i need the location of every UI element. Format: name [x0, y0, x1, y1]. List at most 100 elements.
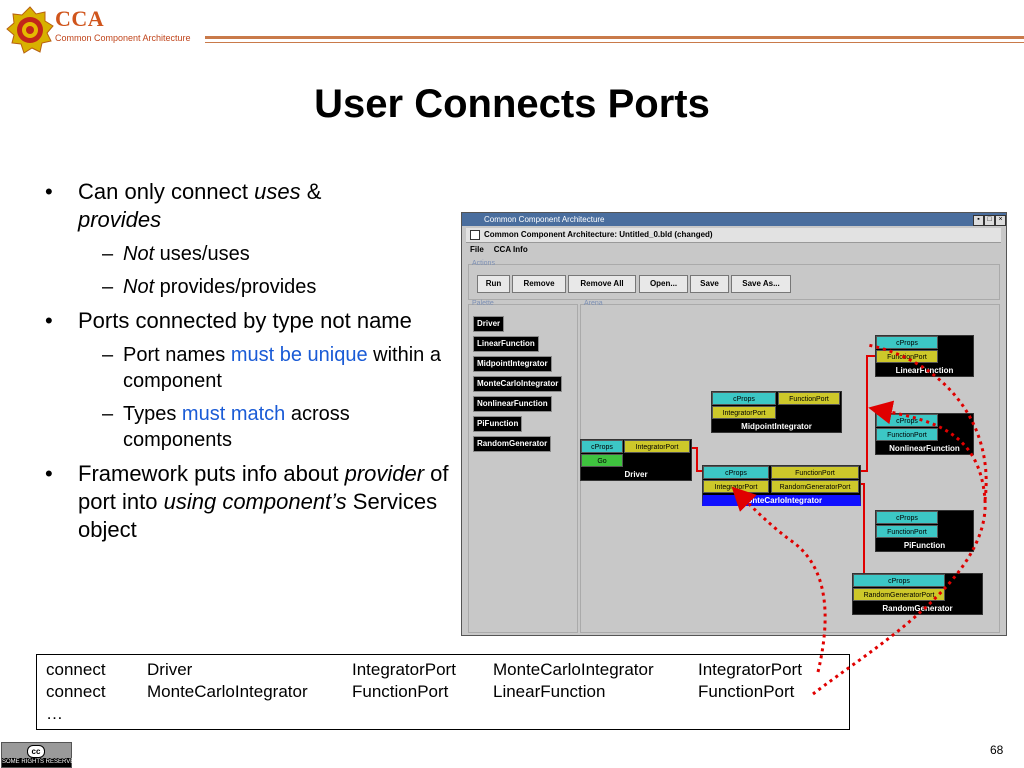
logo-title: CCA	[55, 6, 105, 31]
go-port[interactable]: Go	[581, 454, 623, 467]
palette-item-linearfunction[interactable]: LinearFunction	[473, 336, 539, 352]
window-titlebar[interactable]: Common Component Architecture ▪ □ ×	[462, 213, 1006, 226]
port-cprops[interactable]: cProps	[853, 574, 945, 587]
code-cell: connect	[46, 660, 106, 679]
component-label: NonlinearFunction	[889, 444, 960, 453]
bullet-emph: provides	[78, 207, 162, 232]
creative-commons-badge: cc SOME RIGHTS RESERVED	[1, 742, 79, 768]
cc-icon: cc	[27, 745, 45, 758]
component-label: LinearFunction	[895, 366, 954, 375]
bullet-text: Framework puts info about	[78, 461, 345, 486]
port-randomgeneratorport-uses[interactable]: RandomGeneratorPort	[771, 480, 859, 493]
port-cprops[interactable]: cProps	[703, 466, 769, 479]
palette-item-pifunction[interactable]: PiFunction	[473, 416, 523, 432]
component-montecarlointegrator[interactable]: cProps FunctionPort IntegratorPort Rando…	[702, 465, 861, 506]
palette-label: Palette	[472, 300, 494, 307]
cc-label: SOME RIGHTS RESERVED	[2, 758, 79, 767]
bullet-text: of port into	[78, 461, 449, 514]
run-button[interactable]: Run	[477, 275, 510, 293]
component-nonlinearfunction[interactable]: cProps FunctionPort NonlinearFunction	[875, 413, 974, 455]
bullet-emph: Not	[123, 243, 155, 265]
bullet-item: • Framework puts info about provider of …	[45, 460, 455, 544]
port-functionport-uses[interactable]: FunctionPort	[771, 466, 859, 479]
bullet-highlight: must match	[181, 403, 286, 425]
port-cprops[interactable]: cProps	[581, 440, 623, 453]
cca-builder-window: Common Component Architecture ▪ □ × Comm…	[461, 212, 1007, 636]
component-label: PiFunction	[903, 541, 946, 550]
menu-bar: File CCA Info	[470, 245, 538, 254]
port-functionport-provides[interactable]: FunctionPort	[876, 428, 938, 441]
component-label: MidpointIntegrator	[741, 422, 812, 431]
port-integratorport-provides[interactable]: IntegratorPort	[712, 406, 776, 419]
dash-icon: –	[102, 276, 114, 298]
code-cell: Driver	[147, 660, 193, 679]
remove-button[interactable]: Remove	[512, 275, 566, 293]
sub-bullet-item: – Types must match across components	[45, 401, 455, 453]
port-cprops[interactable]: cProps	[712, 392, 776, 405]
cca-logo	[6, 6, 54, 54]
component-pifunction[interactable]: cProps FunctionPort PiFunction	[875, 510, 974, 552]
maximize-icon[interactable]: □	[984, 215, 995, 226]
dash-icon: –	[102, 403, 114, 425]
arrow-integratorport	[731, 486, 827, 673]
remove-all-button[interactable]: Remove All	[568, 275, 636, 293]
inner-frame-title[interactable]: Common Component Architecture: Untitled_…	[466, 228, 1001, 243]
code-ellipsis: …	[46, 704, 63, 723]
connection-line[interactable]	[691, 447, 702, 472]
bullet-emph: uses	[254, 179, 301, 204]
port-integratorport-uses[interactable]: IntegratorPort	[624, 440, 690, 453]
palette-item-midpointintegrator[interactable]: MidpointIntegrator	[473, 356, 552, 372]
menu-file[interactable]: File	[470, 245, 484, 254]
save-button[interactable]: Save	[690, 275, 729, 293]
code-cell: IntegratorPort	[698, 660, 802, 679]
port-functionport-provides[interactable]: FunctionPort	[876, 525, 938, 538]
dash-icon: –	[102, 243, 114, 265]
code-cell: LinearFunction	[493, 682, 606, 701]
menu-cca-info[interactable]: CCA Info	[493, 245, 528, 254]
component-driver[interactable]: cProps IntegratorPort Go Driver	[580, 439, 692, 481]
port-functionport-uses[interactable]: FunctionPort	[778, 392, 840, 405]
bullet-dot-icon: •	[45, 179, 53, 204]
code-cell: FunctionPort	[698, 682, 795, 701]
bullet-text: within a component	[123, 344, 441, 392]
bullet-text: &	[300, 179, 322, 204]
port-cprops[interactable]: cProps	[876, 336, 938, 349]
bullet-text: uses/uses	[154, 243, 250, 265]
palette-item-nonlinearfunction[interactable]: NonlinearFunction	[473, 396, 552, 412]
window-title: Common Component Architecture	[484, 215, 605, 224]
sub-bullet-item: – Port names must be unique within a com…	[45, 342, 455, 394]
page-number: 68	[990, 743, 1004, 757]
port-cprops[interactable]: cProps	[876, 511, 938, 524]
bullet-dot-icon: •	[45, 461, 53, 486]
connect-commands-box: connect Driver IntegratorPort MonteCarlo…	[36, 654, 850, 730]
open-button[interactable]: Open...	[639, 275, 688, 293]
component-label: MonteCarloIntegrator	[703, 495, 860, 506]
bullet-emph: Not	[123, 276, 155, 298]
minimize-icon[interactable]: ▪	[973, 215, 984, 226]
logo-subtitle: Common Component Architecture	[55, 33, 191, 43]
port-randomgeneratorport-provides[interactable]: RandomGeneratorPort	[853, 588, 945, 601]
sub-bullet-item: – Not uses/uses	[45, 241, 455, 267]
bullet-highlight: must be unique	[230, 344, 368, 366]
palette-item-driver[interactable]: Driver	[473, 316, 505, 332]
bullet-dot-icon: •	[45, 308, 53, 333]
code-cell: connect	[46, 682, 106, 701]
save-as-button[interactable]: Save As...	[731, 275, 791, 293]
connection-line[interactable]	[859, 355, 875, 472]
component-randomgenerator[interactable]: cProps RandomGeneratorPort RandomGenerat…	[852, 573, 983, 615]
palette-item-randomgenerator[interactable]: RandomGenerator	[473, 436, 552, 452]
bullet-text: Port names	[123, 344, 231, 366]
bullet-text: provides/provides	[154, 276, 317, 298]
header-rule-thin	[205, 42, 1024, 43]
palette-panel	[468, 304, 578, 633]
bullet-item: • Ports connected by type not name	[45, 307, 455, 335]
component-midpointintegrator[interactable]: cProps FunctionPort IntegratorPort Midpo…	[711, 391, 842, 433]
close-icon[interactable]: ×	[995, 215, 1006, 226]
inner-title-text: Common Component Architecture: Untitled_…	[484, 230, 713, 239]
palette-item-montecarlointegrator[interactable]: MonteCarloIntegrator	[473, 376, 563, 392]
code-cell: MonteCarloIntegrator	[493, 660, 654, 679]
header-rule	[205, 36, 1024, 39]
slide-title: User Connects Ports	[314, 82, 710, 126]
frame-icon	[470, 229, 480, 240]
